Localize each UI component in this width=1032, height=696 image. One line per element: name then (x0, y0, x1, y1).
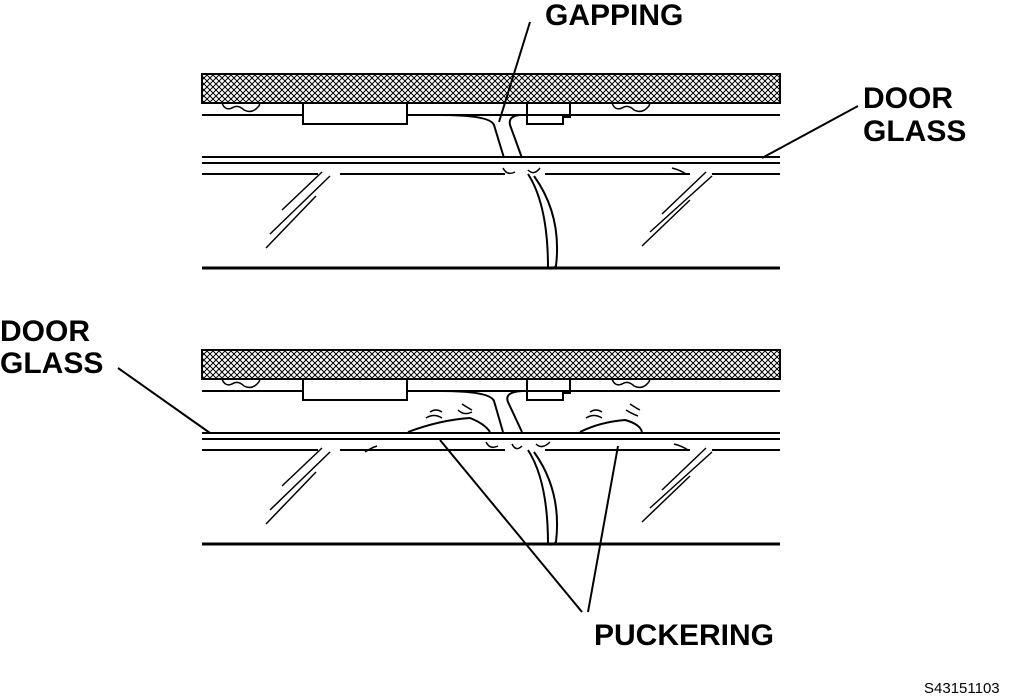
bottom-assembly-puckering (201, 349, 781, 546)
top-hatched-panel (201, 73, 781, 104)
bottom-pucker-left (407, 416, 491, 433)
label-door-glass-top-line1: DOOR (863, 82, 953, 115)
bottom-wrinkles-left (425, 403, 473, 419)
bottom-clip-right (526, 379, 571, 401)
bottom-lip-right (506, 390, 523, 433)
bottom-glare-left (265, 447, 331, 525)
bottom-pucker-right (579, 418, 643, 433)
label-door-glass-top-line2: GLASS (863, 115, 966, 148)
top-blob-left (221, 102, 261, 113)
bottom-hatched-panel (201, 349, 781, 380)
top-glare-right (641, 171, 713, 247)
bottom-clip-left (302, 378, 408, 401)
top-glare-left (265, 171, 331, 249)
top-blob-right (611, 102, 651, 113)
top-clip-left (302, 102, 408, 125)
bottom-seam-curls (364, 441, 689, 453)
bottom-blob-left (221, 378, 261, 389)
door-glass-bottom-leader (117, 367, 211, 434)
bottom-wrinkles-right (585, 403, 641, 419)
label-puckering: PUCKERING (594, 619, 774, 652)
figure-code: S43151103 (924, 680, 1000, 696)
label-door-glass-bottom-line2: GLASS (0, 347, 103, 380)
bottom-lip-left (439, 390, 504, 433)
label-door-glass-bottom-line1: DOOR (0, 315, 90, 348)
top-lip-right (508, 114, 523, 159)
label-gapping: GAPPING (545, 0, 683, 32)
puckering-leader-left (439, 439, 583, 613)
top-vertical-seal (527, 173, 559, 270)
top-lip-left (439, 114, 505, 159)
door-glass-top-leader (761, 105, 859, 159)
bottom-vertical-seal (527, 449, 559, 546)
top-clip-right (526, 103, 571, 125)
bottom-glare-right (641, 447, 713, 523)
top-seam-curl (502, 167, 687, 175)
gapping-leader (498, 21, 531, 123)
bottom-blob-right (611, 378, 651, 389)
top-assembly-gapping (201, 73, 781, 270)
puckering-leader-right (587, 445, 619, 613)
